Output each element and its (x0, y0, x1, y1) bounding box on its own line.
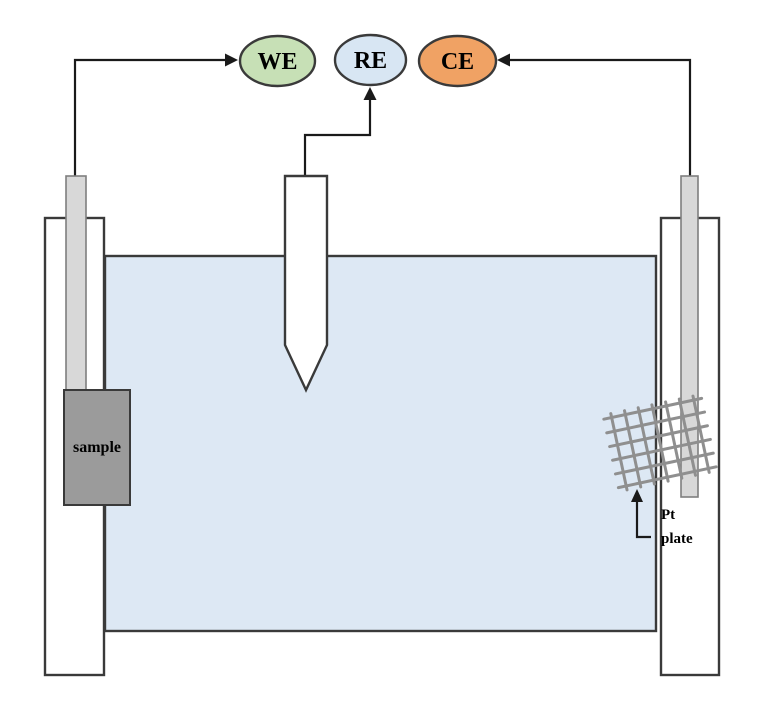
we-ellipse (238, 34, 317, 88)
ce-wire (497, 53, 692, 176)
electrolyte-tank (103, 254, 658, 633)
re-wire-line (303, 96, 372, 176)
we-wire-line (73, 58, 228, 176)
we-wire (73, 53, 238, 176)
pt-plate-label-line2: plate (661, 531, 693, 547)
reference-electrode-body (283, 174, 329, 393)
re-wire-arrow-icon (363, 87, 377, 100)
ce-wire-arrow-icon (497, 53, 510, 67)
we-label: WE (257, 49, 297, 75)
re-wire (303, 87, 377, 176)
left-electrode-rod (65, 175, 87, 393)
sample-label: sample (73, 439, 121, 456)
ce-label: CE (441, 49, 474, 75)
re-terminal: RE (333, 33, 408, 87)
pt-callout-line (635, 498, 651, 539)
re-ellipse (333, 33, 408, 87)
pt-mesh-plate (602, 394, 718, 492)
we-wire-arrow-icon (225, 53, 238, 67)
ce-ellipse (417, 34, 498, 88)
re-label: RE (354, 48, 387, 74)
pt-plate-callout: Pt plate (631, 489, 693, 547)
pt-callout-arrow-icon (631, 489, 643, 502)
ce-wire-line (506, 58, 692, 176)
pt-plate-label-line1: Pt (661, 507, 675, 523)
ce-terminal: CE (417, 34, 498, 88)
sample-block (63, 389, 131, 506)
we-terminal: WE (238, 34, 317, 88)
